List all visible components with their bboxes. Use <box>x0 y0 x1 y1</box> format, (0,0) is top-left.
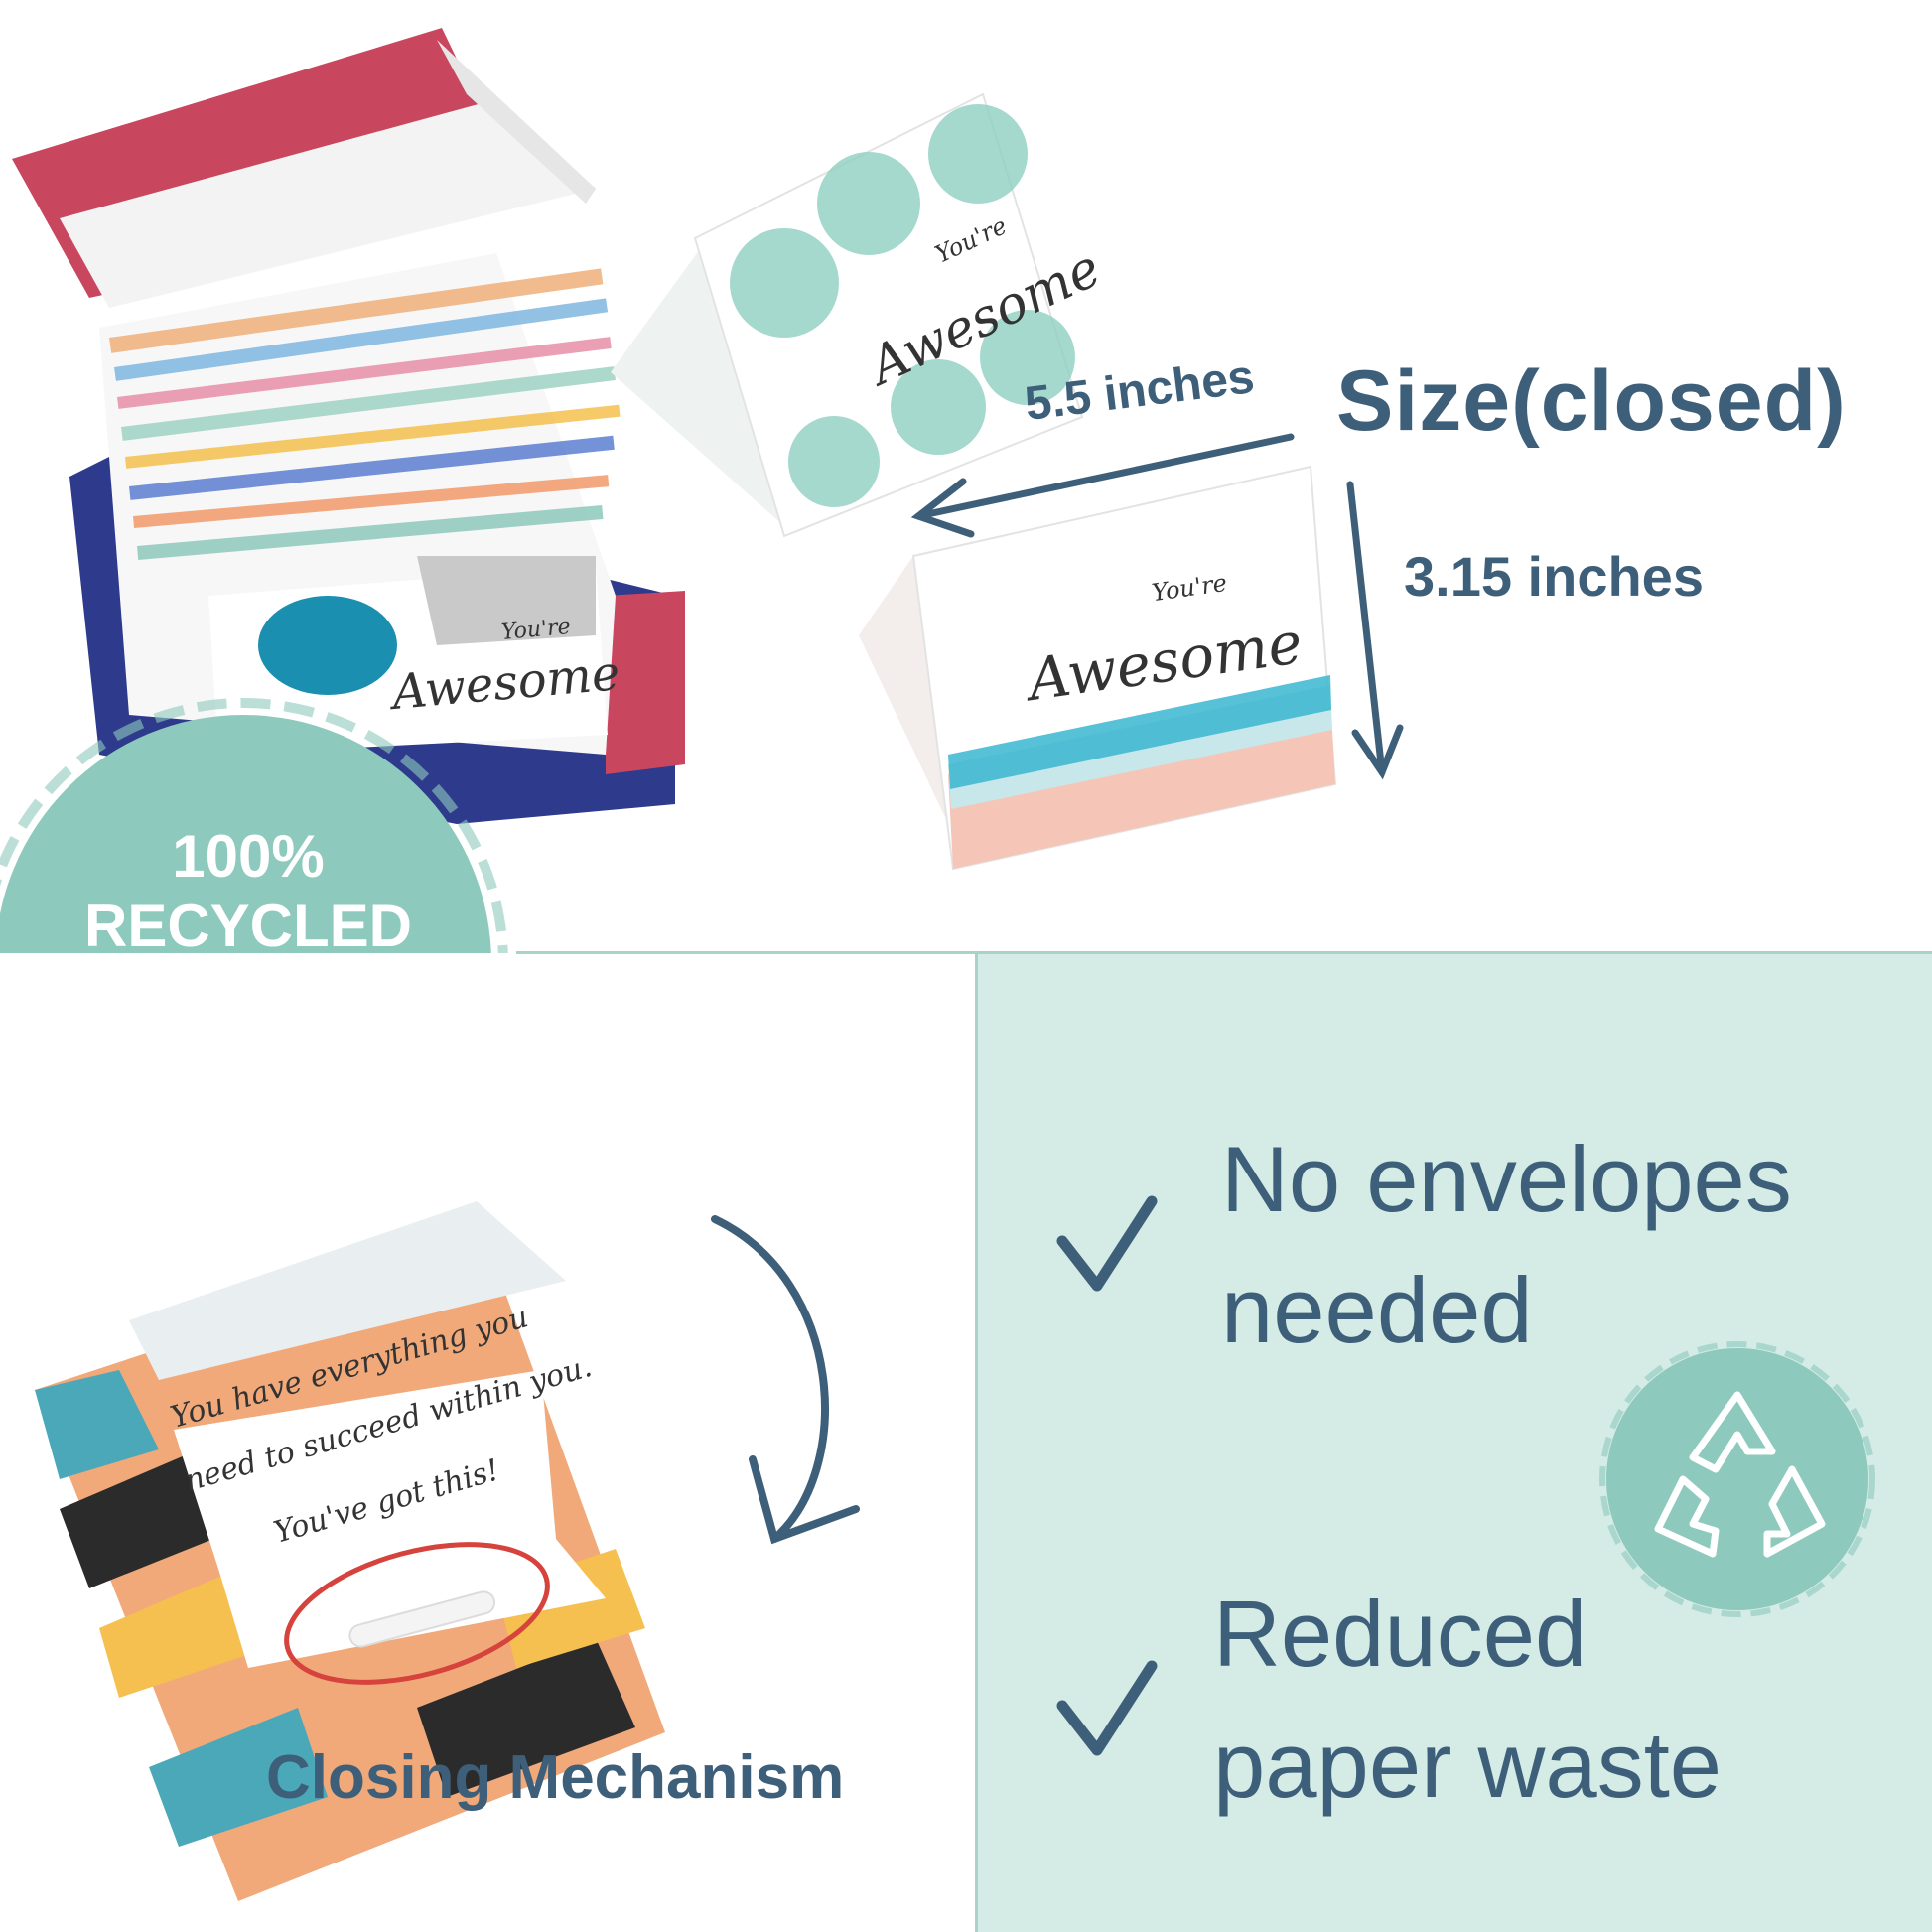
feature-2-line-1: Reduced <box>1213 1582 1587 1686</box>
gift-box <box>12 28 685 824</box>
feature-2-line-2: paper waste <box>1213 1713 1723 1817</box>
checkmark-icon <box>1056 1195 1158 1292</box>
card-waves <box>859 465 1337 871</box>
feature-no-envelopes: No envelopes needed <box>1221 1114 1792 1376</box>
closing-mechanism-illustration <box>35 1201 860 1901</box>
recycle-icon <box>1599 1341 1875 1617</box>
badge-line-1: 100% <box>172 823 325 890</box>
product-photo <box>0 28 1404 1228</box>
horizontal-divider <box>516 951 1932 954</box>
open-card <box>35 1201 665 1901</box>
curved-arrow <box>711 1215 860 1545</box>
vertical-divider <box>975 953 978 1932</box>
badge-line-2: RECYCLED <box>83 893 413 959</box>
badge-line-3: FSCⓇ BOX <box>85 962 411 1029</box>
feature-1-line-2: needed <box>1221 1258 1533 1362</box>
product-photo-area: You're Awesome You're Awesome You're Awe… <box>0 0 1932 1228</box>
width-arrow <box>910 433 1295 538</box>
height-label: 3.15 inches <box>1404 545 1704 608</box>
feature-1-line-1: No envelopes <box>1221 1127 1792 1231</box>
size-title: Size(closed) <box>1336 353 1847 449</box>
feature-reduced-waste: Reduced paper waste <box>1213 1569 1722 1831</box>
card-mint-spirals <box>611 92 1084 538</box>
height-arrow <box>1346 481 1404 780</box>
recycled-badge-text: 100% RECYCLED FSCⓇ BOX <box>40 822 457 1031</box>
checkmark-icon <box>1056 1660 1158 1756</box>
closing-mechanism-label: Closing Mechanism <box>266 1743 845 1812</box>
